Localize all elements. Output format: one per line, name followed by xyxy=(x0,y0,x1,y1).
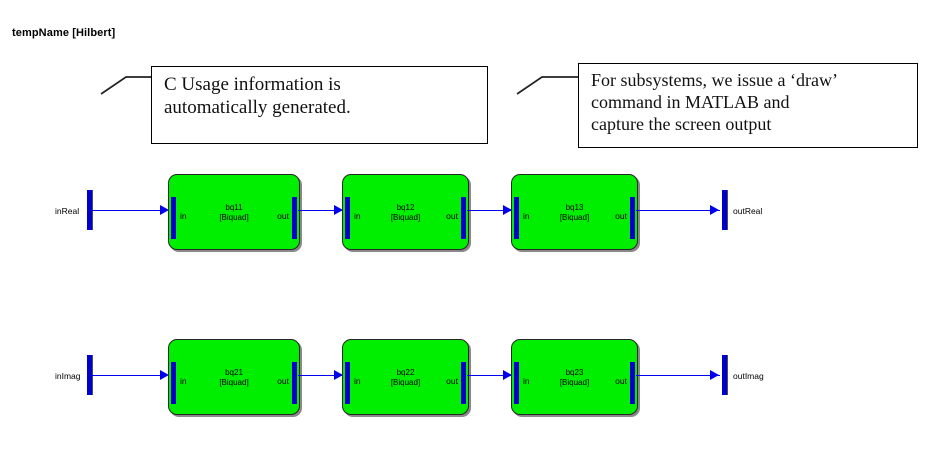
block-name-bq21: bq21 [Biquad] xyxy=(169,368,299,388)
subsystem-block-bq21[interactable]: in out bq21 [Biquad] xyxy=(168,339,300,415)
wire-bq13-to-outreal xyxy=(636,210,720,211)
output-port-outimag[interactable] xyxy=(722,355,728,395)
block-type-text-bq21: [Biquad] xyxy=(219,378,249,387)
block-out-port-bq11 xyxy=(292,197,297,239)
arrow-head-bq12-in xyxy=(334,205,343,215)
arrow-head-outreal xyxy=(710,205,719,215)
page-title: tempName [Hilbert] xyxy=(12,27,116,39)
subsystem-block-bq23[interactable]: in out bq23 [Biquad] xyxy=(511,339,638,415)
block-in-port-bq21 xyxy=(171,362,176,404)
arrow-head-bq22-in xyxy=(334,370,343,380)
block-in-port-bq22 xyxy=(345,362,350,404)
callout-subsystem-draw: For subsystems, we issue a ‘draw’ comman… xyxy=(578,63,918,148)
wire-bq22-to-bq23 xyxy=(467,375,513,376)
block-name-text-bq23: bq23 xyxy=(565,368,584,377)
callout-subsystem-draw-line-3: capture the screen output xyxy=(591,113,772,134)
wire-bq21-to-bq22 xyxy=(298,375,344,376)
callout-c-usage-line-1: C Usage information is xyxy=(164,74,341,95)
block-name-bq12: bq12 [Biquad] xyxy=(343,203,468,223)
block-in-label-bq23: in xyxy=(523,376,530,386)
arrow-head-bq13-in xyxy=(503,205,512,215)
wire-bq12-to-bq13 xyxy=(467,210,513,211)
block-out-label-bq22: out xyxy=(446,376,458,386)
block-name-bq22: bq22 [Biquad] xyxy=(343,368,468,388)
block-in-port-bq13 xyxy=(514,197,519,239)
block-in-port-bq12 xyxy=(345,197,350,239)
block-in-label-bq13: in xyxy=(523,211,530,221)
callout-c-usage-line-2: automatically generated. xyxy=(164,97,351,119)
wire-inimag-to-bq21 xyxy=(92,375,167,376)
block-name-bq23: bq23 [Biquad] xyxy=(512,368,637,388)
wire-bq11-to-bq12 xyxy=(298,210,344,211)
block-name-bq11: bq11 [Biquad] xyxy=(169,203,299,223)
output-port-label-outreal: outReal xyxy=(733,206,763,216)
input-port-label-inimag: inImag xyxy=(55,371,81,381)
block-in-label-bq22: in xyxy=(354,376,361,386)
arrow-head-bq23-in xyxy=(503,370,512,380)
output-port-label-outimag: outImag xyxy=(733,371,764,381)
block-out-label-bq13: out xyxy=(615,211,627,221)
callout-subsystem-draw-line-2: command in MATLAB and xyxy=(591,91,790,112)
block-type-text-bq11: [Biquad] xyxy=(219,213,249,222)
callout-leader-line-2 xyxy=(516,76,578,95)
subsystem-block-bq22[interactable]: in out bq22 [Biquad] xyxy=(342,339,469,415)
block-out-label-bq11: out xyxy=(277,211,289,221)
block-name-text-bq13: bq13 xyxy=(565,203,584,212)
block-out-label-bq23: out xyxy=(615,376,627,386)
callout-subsystem-draw-line-1: For subsystems, we issue a ‘draw’ xyxy=(591,70,838,90)
block-type-text-bq13: [Biquad] xyxy=(559,213,590,222)
block-name-bq13: bq13 [Biquad] xyxy=(512,203,637,223)
subsystem-block-bq13[interactable]: in out bq13 [Biquad] xyxy=(511,174,638,250)
arrow-head-outimag xyxy=(710,370,719,380)
block-in-label-bq12: in xyxy=(354,211,361,221)
block-name-text-bq12: bq12 xyxy=(396,203,415,212)
subsystem-block-bq11[interactable]: in out bq11 [Biquad] xyxy=(168,174,300,250)
block-out-label-bq21: out xyxy=(277,376,289,386)
wire-inreal-to-bq11 xyxy=(92,210,167,211)
arrow-head-bq11-in xyxy=(160,205,169,215)
block-type-text-bq12: [Biquad] xyxy=(390,213,421,222)
block-name-text-bq21: bq21 xyxy=(225,368,243,377)
input-port-label-inreal: inReal xyxy=(55,206,80,216)
arrow-head-bq21-in xyxy=(160,370,169,380)
block-in-label-bq11: in xyxy=(180,211,187,221)
block-out-label-bq12: out xyxy=(446,211,458,221)
callout-c-usage: C Usage information is automatically gen… xyxy=(151,66,488,144)
block-out-port-bq13 xyxy=(630,197,635,239)
block-in-port-bq23 xyxy=(514,362,519,404)
block-out-port-bq21 xyxy=(292,362,297,404)
subsystem-block-bq12[interactable]: in out bq12 [Biquad] xyxy=(342,174,469,250)
block-name-text-bq11: bq11 xyxy=(225,203,243,212)
block-out-port-bq12 xyxy=(461,197,466,239)
block-in-port-bq11 xyxy=(171,197,176,239)
block-out-port-bq22 xyxy=(461,362,466,404)
block-name-text-bq22: bq22 xyxy=(396,368,415,377)
output-port-outreal[interactable] xyxy=(722,190,728,230)
block-type-text-bq23: [Biquad] xyxy=(559,378,590,387)
callout-leader-line-1 xyxy=(100,76,154,95)
wire-bq23-to-outimag xyxy=(636,375,720,376)
block-in-label-bq21: in xyxy=(180,376,187,386)
block-out-port-bq23 xyxy=(630,362,635,404)
block-type-text-bq22: [Biquad] xyxy=(390,378,421,387)
